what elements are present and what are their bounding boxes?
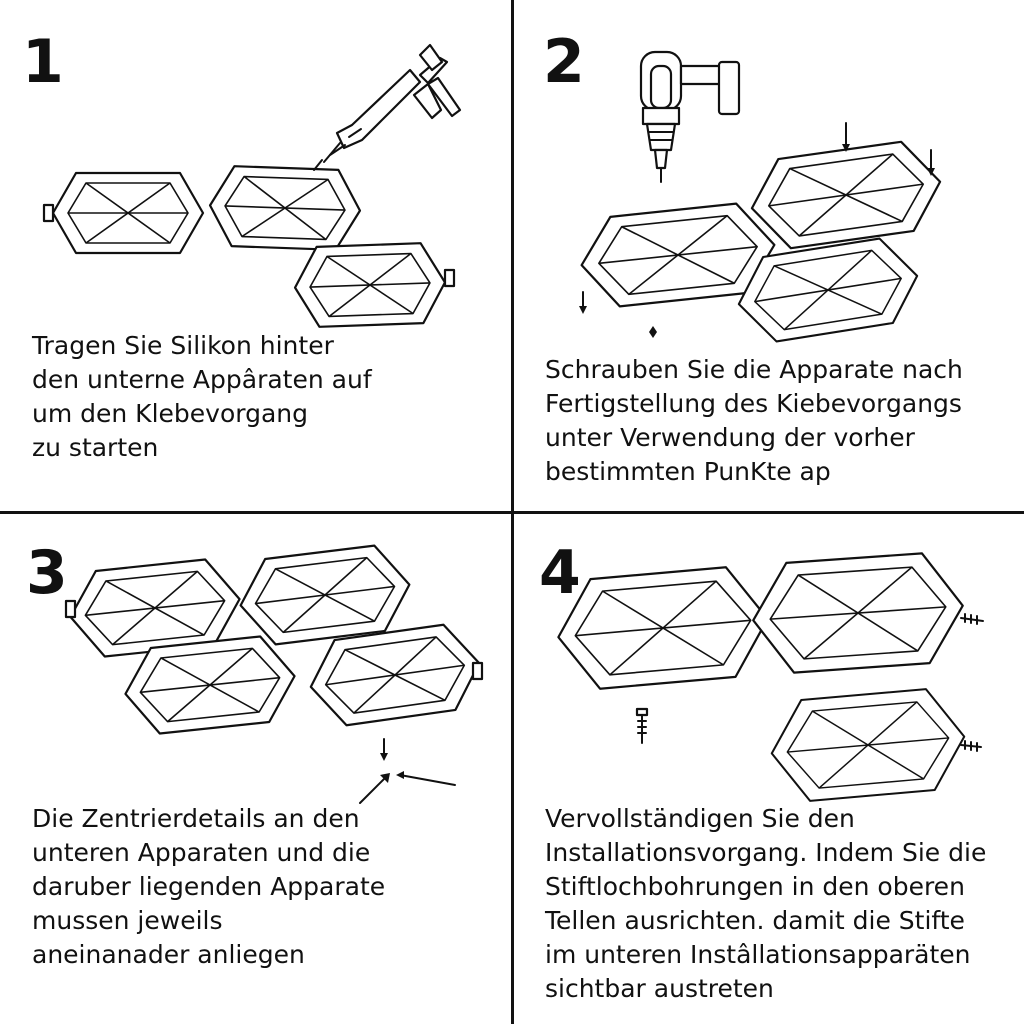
step-2-illustration [575, 50, 948, 348]
caption-line: Tragen Sie Silikon hinter [32, 331, 334, 360]
caption-line: im unteren Instâllationsapparäten [545, 940, 971, 969]
tile-1 [744, 136, 948, 254]
caption-line: Schrauben Sie die Apparate nach [545, 355, 963, 384]
power-drill-icon [639, 50, 741, 183]
step-2-panel: 2 Schrauben Sie die Apparate nach Fertig… [513, 0, 1024, 511]
caption-line: Tellen ausrichten. damit die Stifte [545, 906, 965, 935]
step-1-panel: 1 Tragen Sie Silikon hinter den unterne … [0, 0, 511, 511]
screw-icon [960, 740, 982, 752]
step-caption: Vervollständigen Sie den Installationsvo… [545, 802, 986, 1006]
caption-line: den unterne Appâraten auf [32, 365, 372, 394]
caption-line: mussen jeweils [32, 906, 223, 935]
caption-line: unter Verwendung der vorher [545, 423, 915, 452]
step-caption: Die Zentrierdetails an den unteren Appar… [32, 802, 385, 972]
tile-1 [51, 171, 205, 255]
step-4-panel: 4 Vervollständigen Sie den Installations… [513, 513, 1024, 1024]
screw-icon [635, 707, 649, 744]
tile-3 [766, 685, 970, 805]
caption-line: daruber liegenden Apparate [32, 872, 386, 901]
step-number: 4 [539, 538, 581, 608]
alignment-arrow-icon [359, 738, 456, 804]
tile-2 [748, 549, 968, 677]
caption-line: unteren Apparaten und die [32, 838, 371, 867]
step-3-panel: 3 Die Zentrierdetails an den unteren App… [0, 513, 511, 1024]
step-4-illustration [552, 549, 984, 805]
caption-line: Installationsvorgang. Indem Sie die [545, 838, 987, 867]
caption-line: Vervollständigen Sie den [545, 804, 855, 833]
step-3-illustration [64, 540, 487, 804]
caption-line: sichtbar austreten [545, 974, 774, 1003]
tile-3 [292, 241, 448, 329]
caption-line: Die Zentrierdetails an den [32, 804, 360, 833]
tile-2 [207, 164, 363, 252]
caption-line: bestimmten PunKte ap [545, 457, 831, 486]
caption-line: um den Klebevorgang [32, 399, 308, 428]
caption-line: aneinanader anliegen [32, 940, 305, 969]
caption-line: Fertigstellung des Kiebevorgangs [545, 389, 962, 418]
screw-icon [960, 613, 984, 625]
step-caption: Schrauben Sie die Apparate nach Fertigst… [545, 353, 963, 489]
step-number: 1 [22, 27, 64, 97]
step-number: 2 [543, 27, 585, 97]
tile-1 [552, 562, 774, 694]
caption-line: Stiftlochbohrungen in den oberen [545, 872, 965, 901]
screw-point-arrows [579, 122, 935, 338]
step-caption: Tragen Sie Silikon hinter den unterne Ap… [32, 329, 372, 465]
step-1-illustration [42, 43, 462, 329]
caulking-gun-icon [313, 43, 462, 171]
step-number: 3 [26, 538, 68, 608]
caption-line: zu starten [32, 433, 159, 462]
horizontal-divider [0, 511, 1024, 514]
